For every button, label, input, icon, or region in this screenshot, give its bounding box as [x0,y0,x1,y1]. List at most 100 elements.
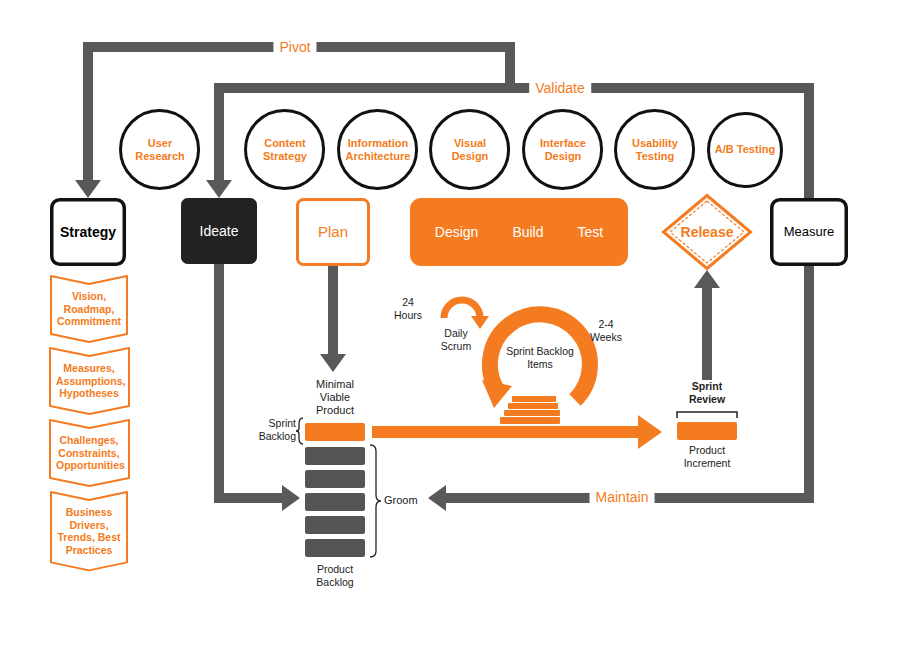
circle-outline [616,111,694,189]
text-group: Challenges, Constraints, Opportunities [56,434,122,472]
text-group: A/B Testing [715,143,775,156]
node-text: Product Increment [672,444,742,469]
node-text: Sprint Review [682,380,732,405]
bracket [677,412,737,418]
activity-circle: A/B Testing [707,112,783,188]
chevron-outline [51,276,127,342]
release-diamond: Release [662,194,752,270]
box-outline [298,200,369,265]
circle-outline [246,111,324,189]
arrowhead [638,415,662,449]
circle-outline [431,111,509,189]
circle-outline [121,111,199,189]
strategy-chevron: Challenges, Constraints, Opportunities [49,419,130,487]
text-group: Vision, Roadmap, Commitment [56,290,122,328]
flow-connector [206,88,809,198]
backlog-item-brick [504,410,560,416]
arrowhead [75,180,101,198]
node-text: Usability Testing [622,137,688,163]
daily-cycle-arc [444,300,480,318]
backlog-bar [305,516,365,534]
node-text: Product Backlog [300,563,370,588]
strategy-chevron: Vision, Roadmap, Commitment [50,275,128,343]
connector-line [88,47,809,198]
text-group: Business Drivers, Trends, Best Practices [56,506,122,556]
diamond-outline [664,196,751,269]
annotation: Daily Scrum [438,327,474,352]
arrowhead [428,485,446,511]
node-text: Design [435,224,479,241]
annotation: Sprint Backlog Items [505,345,575,370]
node-text: Test [578,224,604,241]
connector-label: Validate [529,80,591,97]
box-outline [52,200,125,265]
text-group: Visual Design [437,137,503,163]
stage-band: Design Build Test [410,198,628,266]
node-text: Business Drivers, Trends, Best Practices [56,506,122,556]
product-backlog: GroomProduct Backlog [300,445,428,593]
text-group: Measure [784,224,835,240]
connector-label: Pivot [273,39,316,56]
stage-box: Measure [770,198,848,266]
node-text: A/B Testing [715,143,775,156]
annotation: 24 Hours [388,296,428,321]
text-group: Usability Testing [622,137,688,163]
text-group: Design Build Test [435,224,603,241]
arrowhead [320,354,346,372]
flow-connector [219,264,300,511]
circle-outline [339,111,417,189]
flow-connector [372,415,662,449]
text-group: Ideate [200,223,239,240]
activity-circle: Interface Design [522,109,603,190]
connector-line [219,88,809,198]
sprint-cycle-arrowhead [482,380,512,408]
connector-line [444,266,809,498]
node-text: Challenges, Constraints, Opportunities [56,434,122,472]
box-outline [411,199,628,266]
daily-cycle-arrowhead [471,316,489,329]
node-text: Measure [784,224,835,240]
text-group: Release [681,224,734,241]
node-text: Build [512,224,543,241]
arrowhead [206,180,232,198]
backlog-item-brick [512,396,556,402]
node-text: Information Architecture [345,137,411,163]
strategy-chevron: Business Drivers, Trends, Best Practices [50,491,128,571]
arrowhead [282,485,300,511]
circle-outline [709,114,782,187]
stage-box: Strategy [50,198,126,266]
node-text: Plan [318,223,348,241]
node-text: Ideate [200,223,239,240]
node-text: Vision, Roadmap, Commitment [56,290,122,328]
node-text: Groom [384,494,424,507]
flow-connector [694,270,720,380]
chevron-outline [50,348,129,414]
stage-box: Ideate [181,198,257,264]
chevron-outline [51,492,127,570]
arrowhead [694,270,720,288]
backlog-bar [305,470,365,488]
diamond-inner-outline [670,201,744,263]
text-group: Interface Design [530,137,596,163]
text-group: Content Strategy [252,137,318,163]
text-group: User Research [127,137,193,163]
flow-connector [75,47,809,198]
node-text: Minimal Viable Product [305,378,365,418]
node-text: User Research [127,137,193,163]
node-text: Content Strategy [252,137,318,163]
backlog-bar [305,493,365,511]
box-outline [772,200,847,265]
backlog-item-brick [500,417,560,424]
connector-line [702,286,712,380]
backlog-bar [305,447,365,465]
strategy-chevron: Measures, Assumptions, Hypotheses [49,347,130,415]
activity-circle: Usability Testing [614,109,695,190]
sprint-backlog-bar [305,423,365,441]
connector-label: Maintain [590,489,655,506]
backlog-bar [305,539,365,557]
activity-circle: Visual Design [429,109,510,190]
activity-circle: Content Strategy [244,109,325,190]
text-group: Strategy [60,224,116,241]
